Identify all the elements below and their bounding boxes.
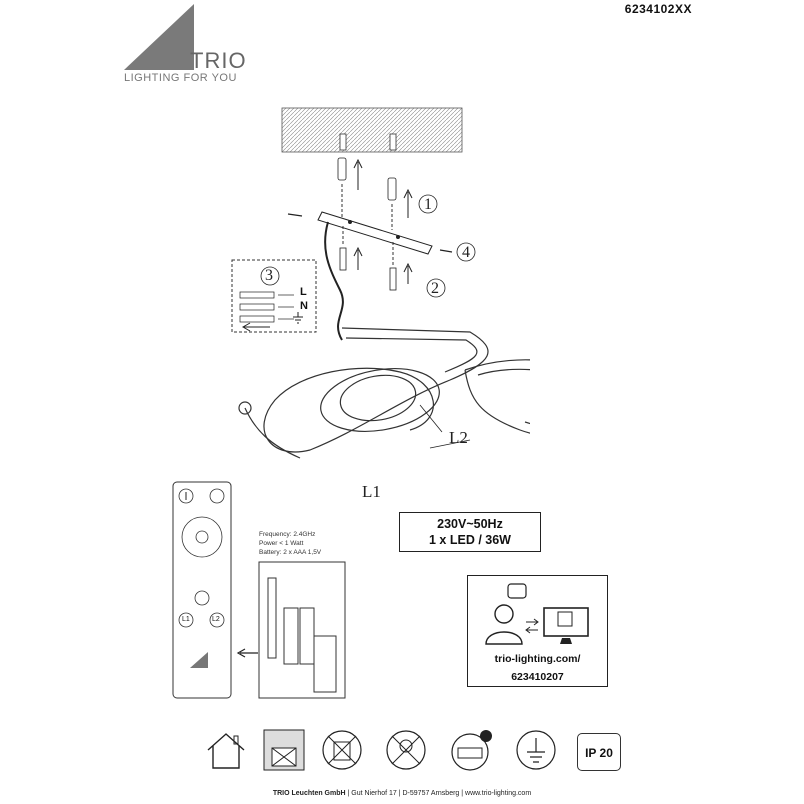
lamp-fixture <box>238 327 530 459</box>
led-driver-icon <box>451 730 492 771</box>
step-label-1: 1 <box>424 196 432 213</box>
logo-slogan: LIGHTING FOR YOU <box>124 72 237 84</box>
remote-power: Power < 1 Watt <box>259 540 304 547</box>
ground-icon <box>293 312 303 324</box>
circuit-label-l2: L2 <box>449 428 468 447</box>
trio-logo-triangle-icon <box>124 4 194 70</box>
remote-battery: Battery: 2 x AAA 1,5V <box>259 549 322 556</box>
remote-specifications: Frequency: 2.4GHz Power < 1 Watt Battery… <box>259 530 321 557</box>
logo-wordmark: TRIO <box>190 48 247 73</box>
voltage-spec: 230V~50Hz <box>437 517 503 531</box>
footer-address: TRIO Leuchten GmbH | Gut Nierhof 17 | D-… <box>0 790 804 797</box>
step-markers <box>260 194 476 298</box>
step-label-2: 2 <box>431 280 439 297</box>
article-number: 6234102XX <box>624 2 692 16</box>
no-lamp-replacement-icon <box>386 730 426 770</box>
wire-label-neutral: N <box>300 300 308 312</box>
step-label-4: 4 <box>462 244 470 261</box>
ip-rating-badge: IP 20 <box>577 733 621 771</box>
footer-address-text: | Gut Nierhof 17 | D-59757 Arnsberg | ww… <box>345 790 532 797</box>
wire-label-live: L <box>300 286 307 298</box>
product-info-box: trio-lighting.com/ 623410207 <box>467 575 608 687</box>
no-insulation-cover-icon <box>263 729 305 771</box>
remote-control <box>172 481 232 699</box>
remote-frequency: Frequency: 2.4GHz <box>259 531 316 538</box>
remote-button-l2: L2 <box>212 616 220 623</box>
footer-company: TRIO Leuchten GmbH <box>272 790 346 797</box>
protection-class-earth-icon <box>516 730 556 770</box>
remote-button-l1: L1 <box>182 616 190 623</box>
info-code: 623410207 <box>511 671 564 683</box>
step-label-3: 3 <box>265 267 273 284</box>
ceiling <box>281 107 463 153</box>
mounting-bracket <box>317 211 433 255</box>
wall-plug <box>337 157 397 201</box>
light-source-spec: 1 x LED / 36W <box>429 533 511 547</box>
arrow-left-icon <box>236 648 258 658</box>
battery-compartment <box>258 561 346 699</box>
website-url: trio-lighting.com/ <box>494 653 581 665</box>
no-disposal-household-waste-icon <box>322 730 362 770</box>
screw <box>339 247 397 291</box>
circuit-label-l1: L1 <box>362 482 381 501</box>
indoor-use-house-icon <box>207 733 245 769</box>
electrical-specs: 230V~50Hz 1 x LED / 36W <box>399 512 541 552</box>
user-info-icon <box>485 583 589 645</box>
installation-diagram <box>231 107 530 459</box>
